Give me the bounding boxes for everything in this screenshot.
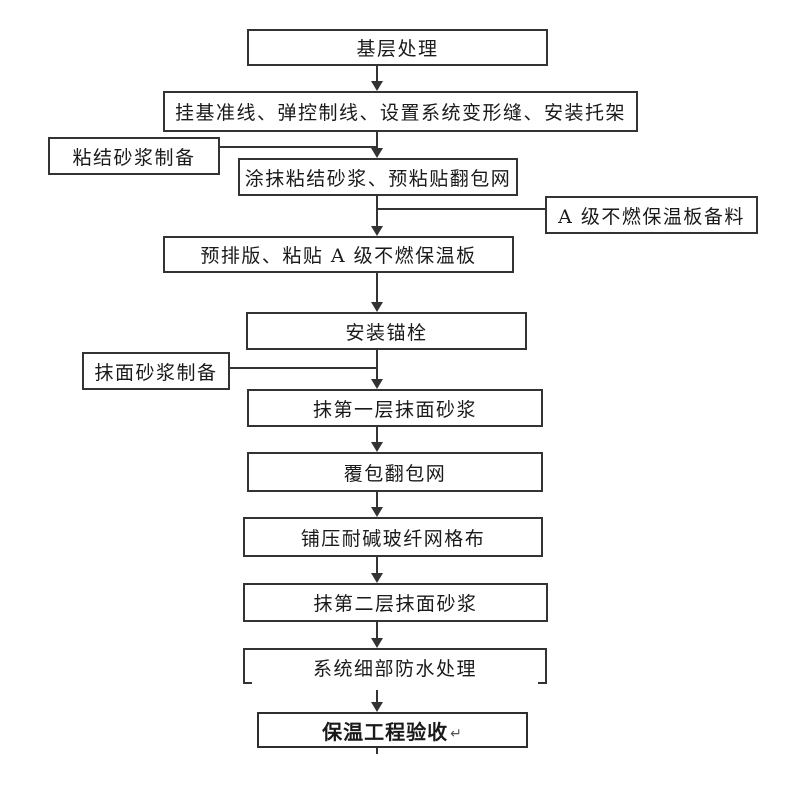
connector-bonding-mortar-prep (220, 146, 377, 148)
arrow-head-icon (371, 702, 383, 712)
arrow-first-coat-to-cover-mesh (371, 427, 383, 452)
arrow-base-to-hang-lines (371, 66, 383, 91)
connector-board-material-prep (377, 208, 545, 210)
flow-node-label: 挂基准线、弹控制线、设置系统变形缝、安装托架 (174, 102, 626, 124)
flow-node-base-treatment: 基层处理 (247, 29, 548, 66)
arrow-hang-lines-to-apply-bonding (371, 132, 383, 158)
flow-node-label: 基层处理 (356, 38, 439, 60)
arrow-head-icon (371, 81, 383, 91)
arrow-shaft (376, 350, 378, 381)
arrow-install-anchors-to-first-coat (371, 350, 383, 389)
arrow-shaft (376, 690, 378, 704)
arrow-shaft (376, 196, 378, 228)
flow-node-label: 安装锚栓 (345, 321, 428, 344)
arrow-shaft (376, 492, 378, 509)
flow-node-label: 粘结砂浆制备 (72, 146, 196, 169)
flow-node-acceptance: 保温工程验收 ↵ (257, 712, 528, 748)
flow-node-apply-bonding-mortar: 涂抹粘结砂浆、预粘贴翻包网 (238, 158, 518, 196)
flow-node-lay-fiberglass-mesh: 铺压耐碱玻纤网格布 (243, 517, 543, 557)
flow-node-second-surface-coat: 抹第二层抹面砂浆 (243, 583, 548, 622)
flow-node-label: 预排版、粘贴 A 级不燃保温板 (200, 245, 477, 267)
flow-node-label: A 级不燃保温板备料 (558, 205, 745, 228)
flow-node-label: 抹第二层抹面砂浆 (313, 593, 478, 615)
flow-node-label: 覆包翻包网 (343, 462, 447, 485)
border-tick (245, 682, 252, 684)
flow-node-label: 涂抹粘结砂浆、预粘贴翻包网 (244, 167, 512, 190)
arrow-shaft (376, 427, 378, 444)
flow-node-label: 铺压耐碱玻纤网格布 (300, 527, 486, 550)
arrow-head-icon (371, 442, 383, 452)
flow-node-board-material-prep: A 级不燃保温板备料 (545, 196, 758, 234)
flow-node-cover-wrap-mesh: 覆包翻包网 (247, 452, 543, 492)
flow-node-system-waterproofing: 系统细部防水处理 (243, 648, 547, 684)
arrow-shaft (376, 557, 378, 575)
arrow-shaft (376, 622, 378, 640)
arrow-head-icon (371, 638, 383, 648)
flow-node-surface-mortar-prep: 抹面砂浆制备 (82, 352, 230, 390)
paragraph-return-icon: ↵ (450, 726, 463, 742)
flow-node-label: 系统细部防水处理 (312, 657, 477, 680)
flow-node-install-anchors: 安装锚栓 (246, 312, 527, 350)
flow-node-label: 保温工程验收 (322, 719, 449, 744)
arrow-apply-bonding-to-prelayout (371, 196, 383, 236)
arrow-prelayout-to-install-anchors (371, 273, 383, 312)
flow-node-first-surface-coat: 抹第一层抹面砂浆 (247, 389, 543, 427)
arrow-head-icon (371, 148, 383, 158)
arrow-fiberglass-to-second-coat (371, 557, 383, 583)
arrow-head-icon (371, 573, 383, 583)
arrow-head-icon (371, 302, 383, 312)
connector-stub (376, 748, 378, 754)
arrow-shaft (376, 66, 378, 83)
flow-node-bonding-mortar-prep: 粘结砂浆制备 (48, 137, 220, 175)
arrow-cover-mesh-to-fiberglass (371, 492, 383, 517)
connector-surface-mortar-prep (230, 367, 377, 369)
arrow-second-coat-to-waterproofing (371, 622, 383, 648)
flow-node-label: 抹第一层抹面砂浆 (312, 398, 477, 421)
arrow-head-icon (371, 226, 383, 236)
border-tick (538, 682, 545, 684)
arrow-shaft (376, 273, 378, 304)
flow-node-label: 抹面砂浆制备 (94, 361, 218, 384)
flow-node-prelayout-paste-board: 预排版、粘贴 A 级不燃保温板 (163, 236, 514, 273)
arrow-head-icon (371, 507, 383, 517)
flow-node-hang-lines: 挂基准线、弹控制线、设置系统变形缝、安装托架 (163, 91, 638, 132)
arrow-shaft (376, 132, 378, 150)
arrow-waterproofing-to-acceptance (371, 690, 383, 712)
arrow-head-icon (371, 379, 383, 389)
